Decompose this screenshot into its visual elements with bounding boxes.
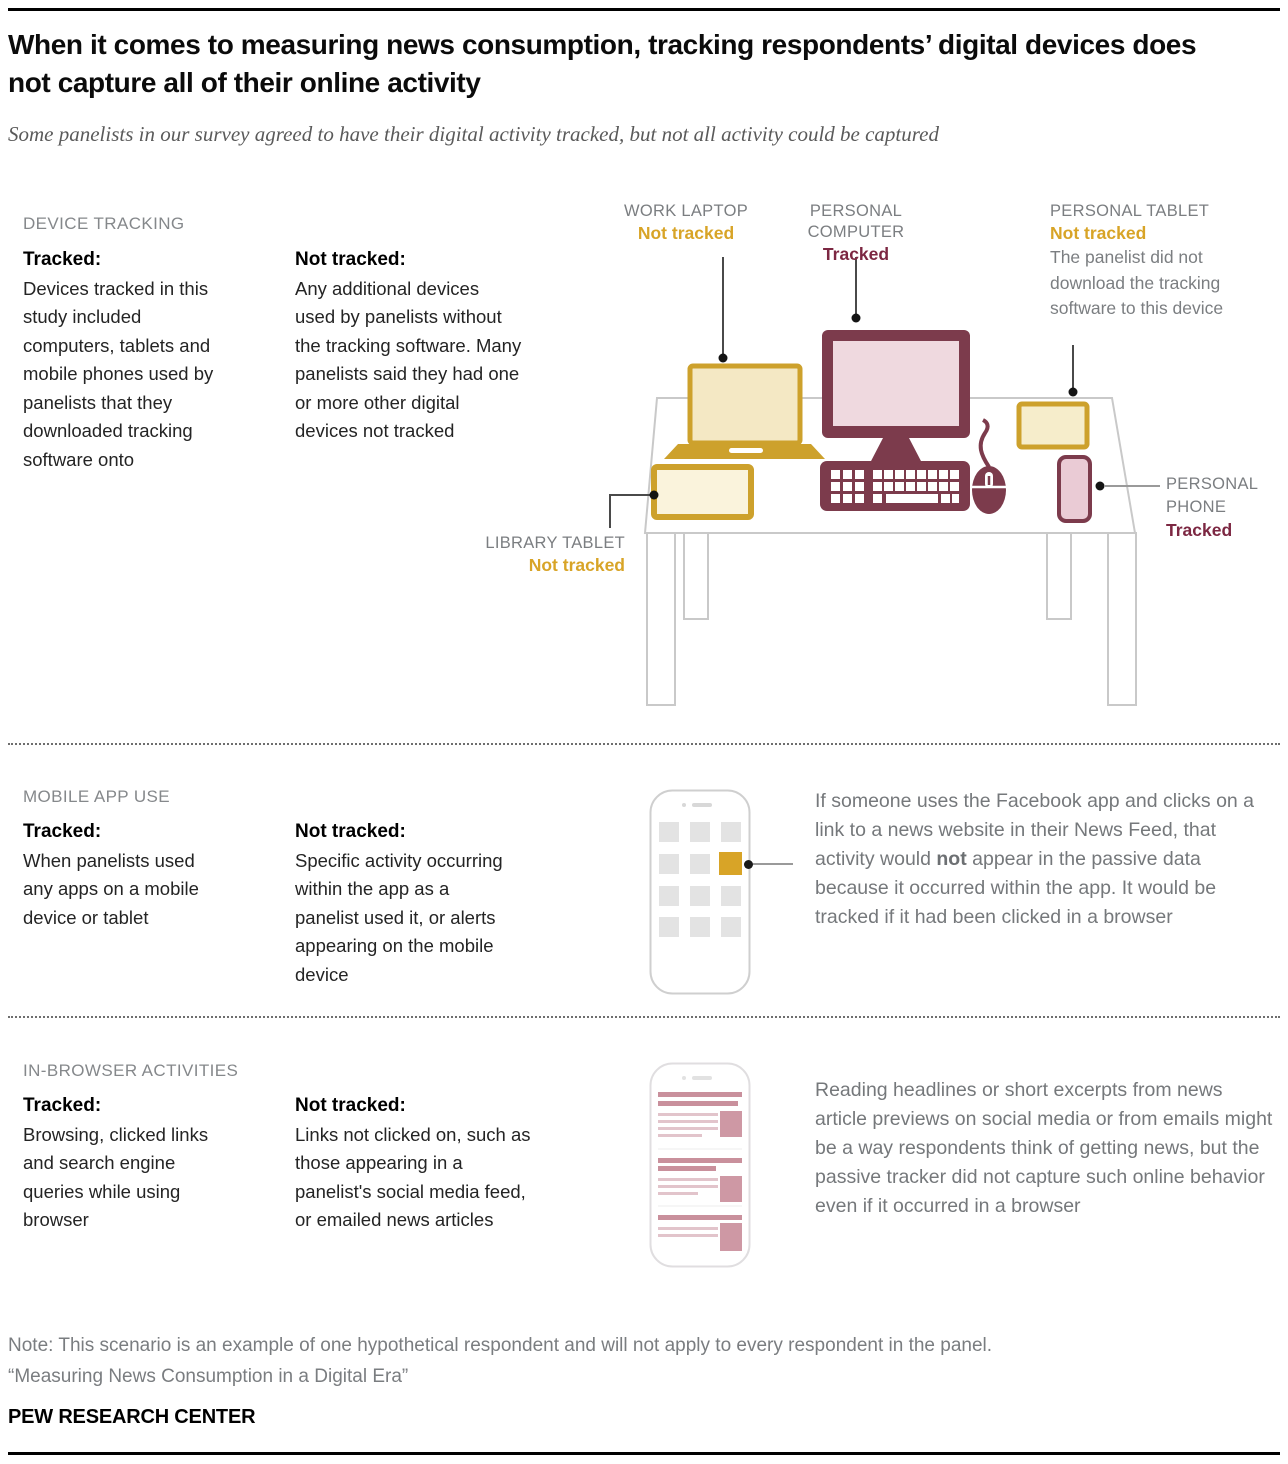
section-label-mobile-app-use: MOBILE APP USE (23, 787, 171, 806)
desktop-monitor-icon (822, 330, 970, 463)
section-divider-1 (8, 743, 1280, 745)
mobile-app-not-tracked-column: Not tracked: Specific activity occurring… (295, 818, 509, 989)
device-name: LIBRARY TABLET (485, 534, 625, 552)
app-phone-illustration (648, 788, 752, 996)
personal-tablet-label: PERSONAL TABLET Not tracked The panelist… (1050, 201, 1266, 322)
smartphone-apps-icon (649, 789, 751, 995)
not-tracked-heading: Not tracked: (295, 821, 406, 842)
highlighted-app-icon (719, 852, 742, 875)
section-divider-2 (8, 1016, 1280, 1018)
library-tablet-label: LIBRARY TABLET Not tracked (440, 533, 625, 577)
connector-lines (609, 257, 1160, 528)
not-tracked-text: Links not clicked on, such as those appe… (295, 1123, 531, 1231)
in-browser-tracked-column: Tracked: Browsing, clicked links and sea… (23, 1092, 211, 1235)
app-grid (659, 822, 741, 937)
device-name: WORK LAPTOP (623, 202, 749, 220)
mobile-app-callout: If someone uses the Facebook app and cli… (815, 787, 1267, 932)
device-tracking-not-tracked-column: Not tracked: Any additional devices used… (295, 246, 523, 446)
not-tracked-text: Specific activity occurring within the a… (295, 849, 503, 985)
not-tracked-heading: Not tracked: (295, 249, 406, 270)
mouse-icon (972, 418, 1006, 514)
device-note: The panelist did not download the tracki… (1050, 247, 1224, 318)
device-name: PERSONAL TABLET (1050, 202, 1210, 220)
news-phone-illustration (648, 1061, 752, 1269)
footer-source: “Measuring News Consumption in a Digital… (8, 1366, 409, 1387)
status-badge: Tracked (822, 244, 890, 264)
tracked-text: When panelists used any apps on a mobile… (23, 849, 199, 928)
personal-phone-label: PERSONAL PHONE Tracked (1166, 473, 1276, 542)
laptop-icon (664, 363, 825, 459)
section-label-device-tracking: DEVICE TRACKING (23, 214, 185, 233)
desk-illustration: WORK LAPTOP Not tracked PERSONAL COMPUTE… (600, 195, 1288, 722)
tracked-heading: Tracked: (23, 1095, 102, 1116)
personal-phone-icon (1057, 455, 1092, 523)
app-connector-line (753, 863, 793, 865)
device-name: PERSONAL PHONE (1166, 475, 1258, 516)
tracked-heading: Tracked: (23, 249, 102, 270)
app-connector-dot (744, 860, 753, 869)
tracked-text: Devices tracked in this study included c… (23, 277, 214, 470)
page-title: When it comes to measuring news consumpt… (8, 29, 1197, 98)
callout-text-bold: not (936, 848, 967, 870)
desk-scene-graphic (609, 257, 1160, 706)
callout-text-after: appear in the passive data because it oc… (815, 848, 1217, 928)
personal-computer-label: PERSONAL COMPUTER Tracked (761, 201, 951, 266)
status-badge: Not tracked (637, 223, 735, 243)
page-subtitle: Some panelists in our survey agreed to h… (8, 122, 939, 146)
bottom-rule (8, 1452, 1280, 1455)
tracked-heading: Tracked: (23, 821, 102, 842)
in-browser-not-tracked-column: Not tracked: Links not clicked on, such … (295, 1092, 537, 1235)
status-badge: Tracked (1166, 520, 1233, 540)
pew-research-center-logo: PEW RESEARCH CENTER (8, 1406, 256, 1428)
device-tracking-tracked-column: Tracked: Devices tracked in this study i… (23, 246, 219, 474)
footer-note: Note: This scenario is an example of one… (8, 1335, 993, 1356)
not-tracked-heading: Not tracked: (295, 1095, 406, 1116)
section-label-in-browser-activities: IN-BROWSER ACTIVITIES (23, 1061, 239, 1080)
mobile-app-tracked-column: Tracked: When panelists used any apps on… (23, 818, 219, 932)
not-tracked-text: Any additional devices used by panelists… (295, 277, 522, 442)
work-laptop-label: WORK LAPTOP Not tracked (606, 201, 766, 245)
tracked-text: Browsing, clicked links and search engin… (23, 1123, 209, 1231)
status-badge: Not tracked (528, 555, 625, 575)
in-browser-callout: Reading headlines or short excerpts from… (815, 1079, 1273, 1217)
library-tablet-icon (651, 464, 754, 520)
callout-text-before: If someone uses the Facebook app and cli… (815, 790, 1255, 870)
news-article-blocks (658, 1092, 742, 1251)
status-badge: Not tracked (1050, 223, 1147, 243)
smartphone-newsfeed-icon (649, 1062, 751, 1268)
keyboard-icon (820, 461, 970, 511)
personal-tablet-icon (1016, 401, 1090, 450)
top-rule (8, 8, 1280, 11)
device-name: PERSONAL COMPUTER (807, 202, 905, 241)
